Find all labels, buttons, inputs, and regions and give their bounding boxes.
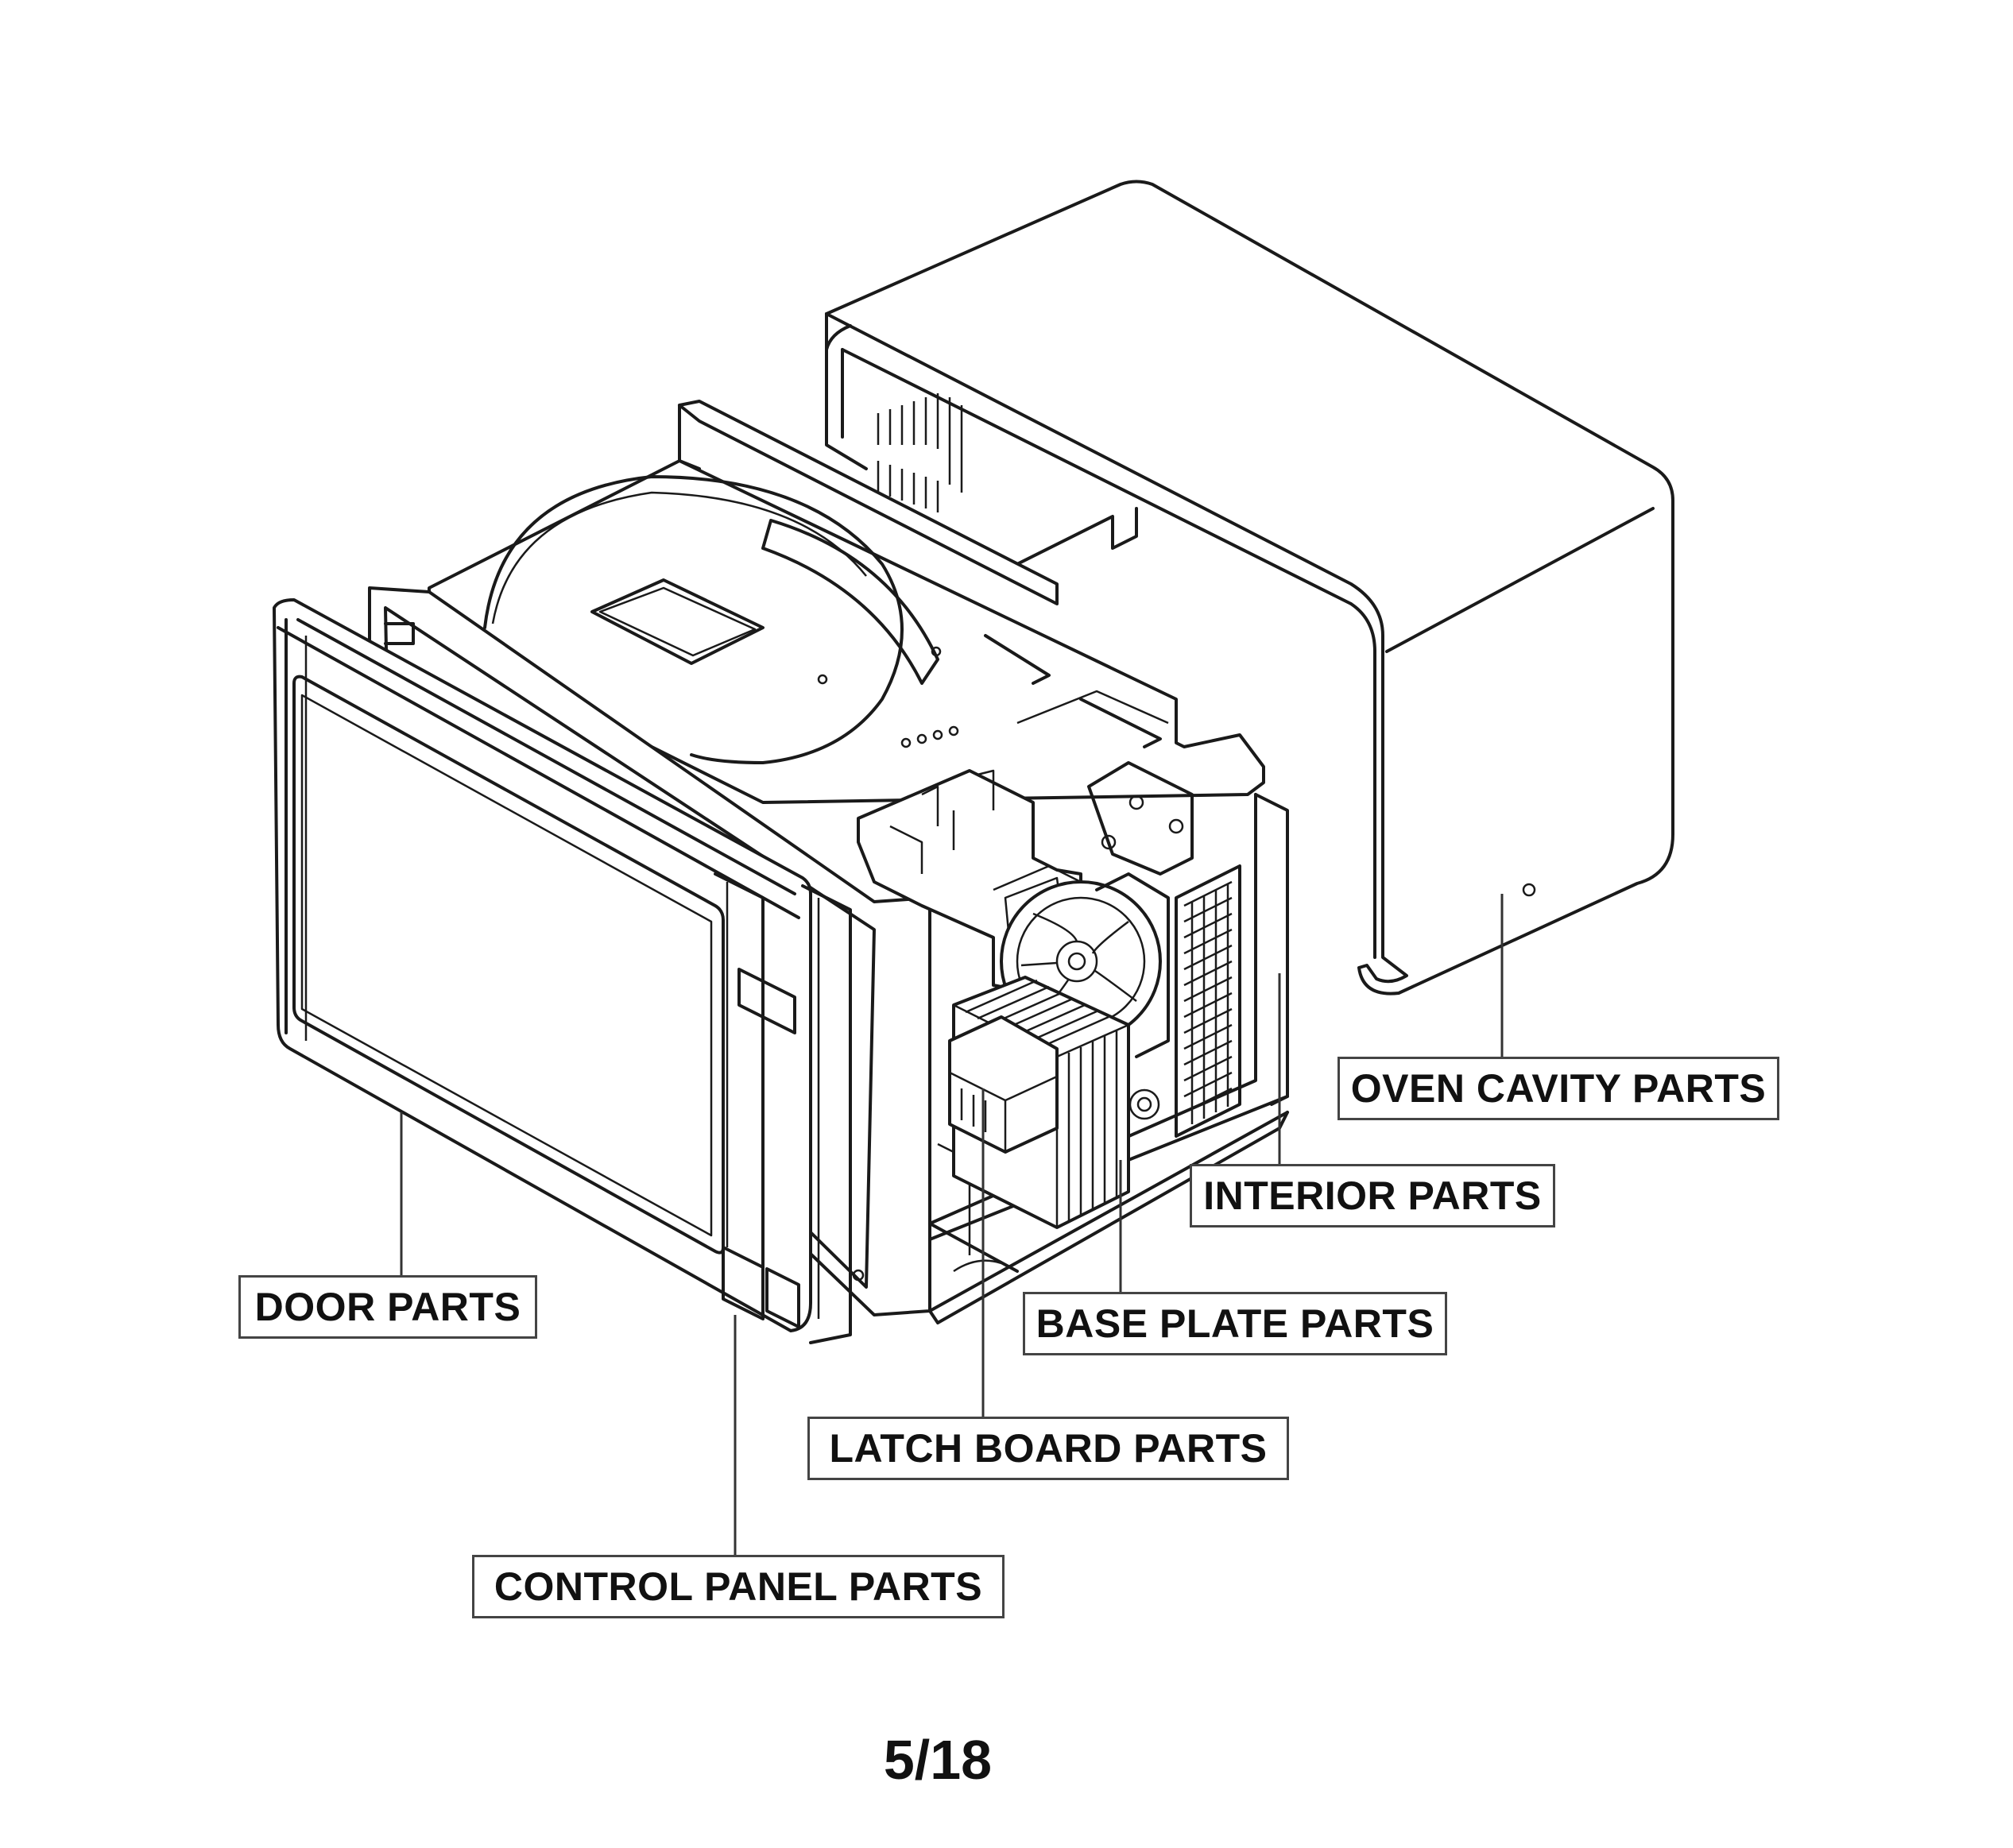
door-assembly bbox=[273, 598, 865, 1344]
display-window bbox=[737, 968, 796, 1034]
outer-cabinet bbox=[825, 180, 1674, 996]
control-panel-parts-label[interactable]: CONTROL PANEL PARTS bbox=[472, 1555, 1005, 1618]
screw-hole bbox=[1522, 883, 1536, 897]
transformer-laminations bbox=[965, 979, 1118, 1221]
machine-components bbox=[857, 761, 1241, 1229]
door-parts-label[interactable]: DOOR PARTS bbox=[238, 1275, 537, 1339]
leader-lines bbox=[400, 894, 1504, 1555]
base-plate-parts-label[interactable]: BASE PLATE PARTS bbox=[1023, 1292, 1447, 1355]
cabinet-vent-slots bbox=[877, 393, 963, 512]
oven-cavity-parts-label[interactable]: OVEN CAVITY PARTS bbox=[1337, 1057, 1779, 1120]
interior-parts-label[interactable]: INTERIOR PARTS bbox=[1190, 1164, 1555, 1227]
page-number: 5/18 bbox=[883, 1729, 993, 1791]
latch-board-parts-label[interactable]: LATCH BOARD PARTS bbox=[807, 1417, 1289, 1480]
vent-grid bbox=[1175, 864, 1241, 1138]
